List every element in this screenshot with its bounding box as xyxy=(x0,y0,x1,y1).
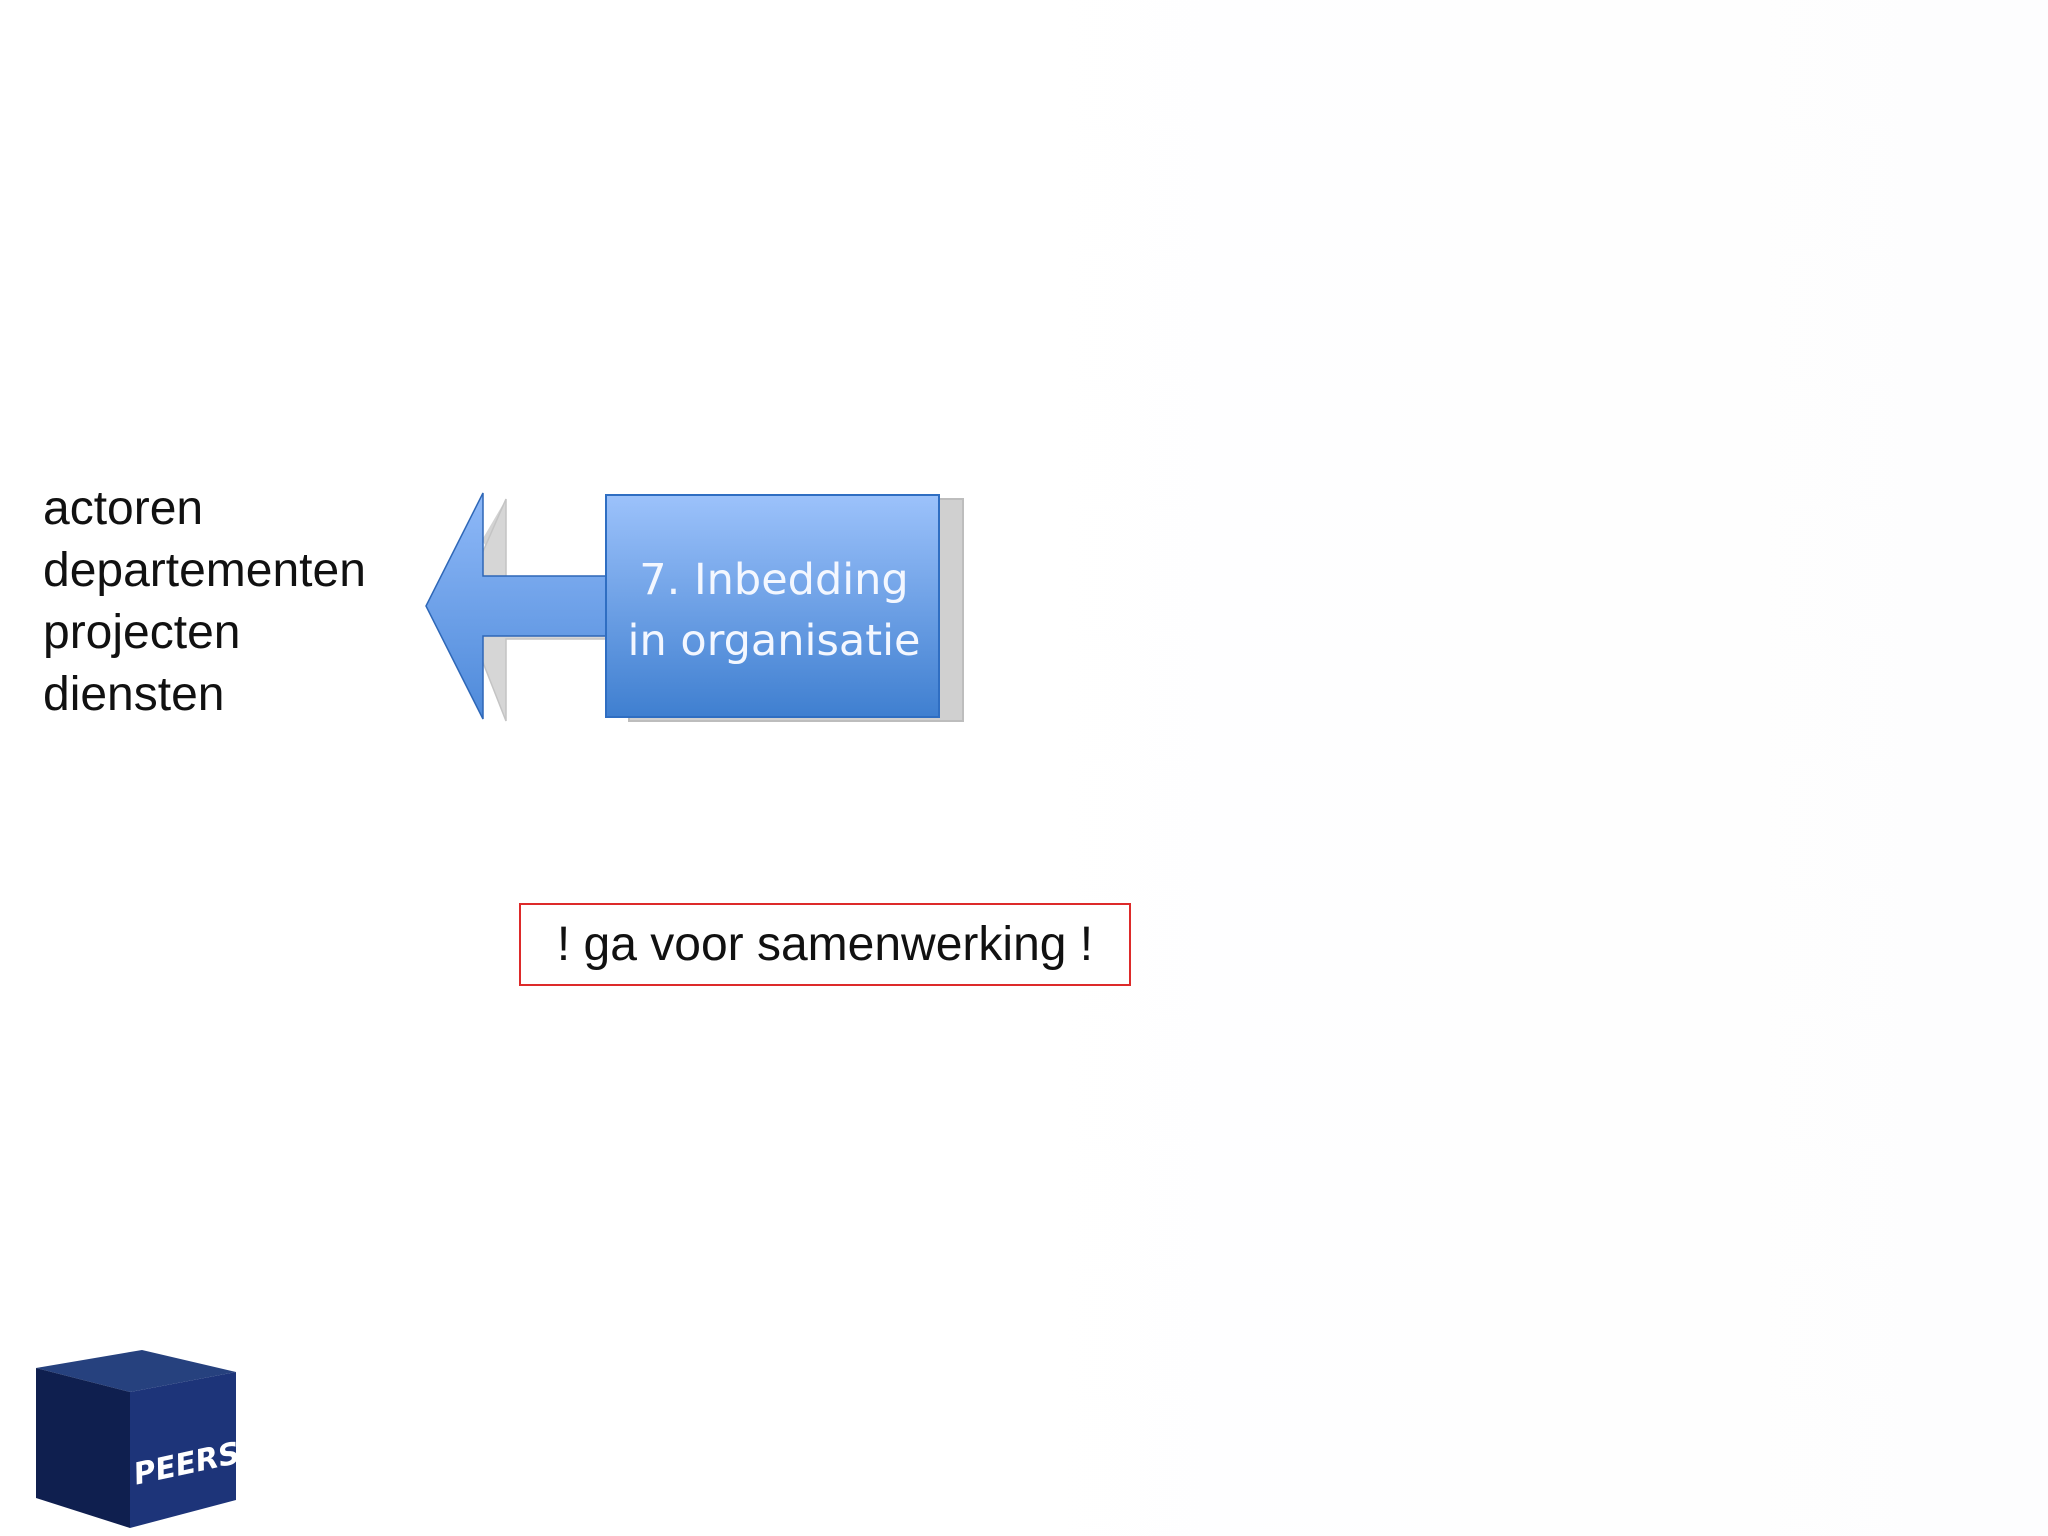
target-item-departementen: departementen xyxy=(43,544,366,597)
step-label-line-1: 7. Inbedding xyxy=(639,555,909,605)
target-item-diensten: diensten xyxy=(43,668,225,721)
callout-box: ! ga voor samenwerking ! xyxy=(519,903,1131,986)
target-item-actoren: actoren xyxy=(43,482,204,535)
step-label: 7. Inbedding in organisatie xyxy=(608,550,940,672)
left-arrow-icon xyxy=(425,492,607,720)
step-label-line-2: in organisatie xyxy=(627,616,921,666)
step-box xyxy=(605,494,940,718)
target-item-projecten: projecten xyxy=(43,606,241,659)
target-list: actoren departementen projecten diensten xyxy=(43,478,403,726)
peers-logo: PEERS xyxy=(36,1350,243,1528)
